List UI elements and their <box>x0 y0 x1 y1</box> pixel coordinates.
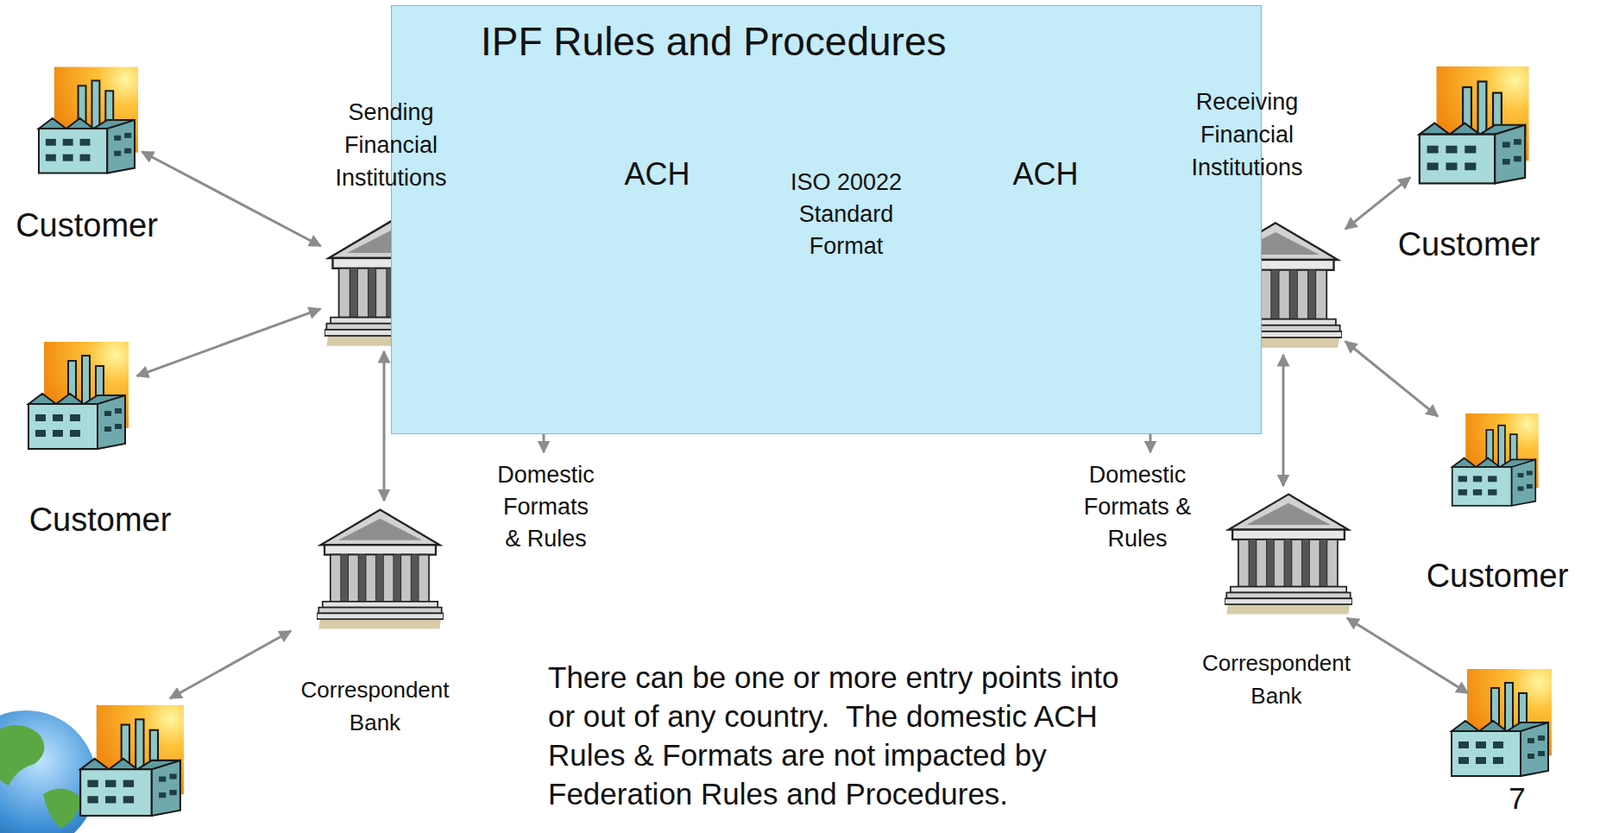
customer-node: Customer <box>20 341 133 454</box>
customer-node: Customer <box>1441 413 1547 511</box>
factory-icon <box>80 705 184 816</box>
factory-icon <box>1452 413 1539 506</box>
bank-icon <box>316 510 444 630</box>
connector-arrow <box>1282 354 1286 486</box>
ach-node: ACH <box>1010 212 1071 337</box>
node-label: Correspondent Bank <box>290 673 460 739</box>
node-label: Customer <box>29 500 172 539</box>
bank-node: Correspondent Bank <box>316 504 444 633</box>
node-label: Customer <box>15 206 158 245</box>
node-label: ACH <box>1012 157 1078 192</box>
bank-node: Sending Financial Institutions <box>324 219 458 347</box>
domestic-label: Domestic Formats & Rules <box>1078 459 1197 555</box>
ach-node: ACH <box>622 212 682 337</box>
factory-icon <box>28 341 129 449</box>
connector-arrow <box>1345 341 1438 417</box>
bank-node: Correspondent Bank <box>1224 490 1353 618</box>
bank-node: Receiving Financial Institutions <box>1209 219 1342 351</box>
node-label: Customer <box>1398 225 1541 264</box>
connector-arrow <box>137 308 322 377</box>
factory-icon <box>1451 668 1552 776</box>
factory-icon <box>38 67 139 174</box>
customer-node: Customer <box>1413 66 1531 189</box>
connector-arrow <box>141 151 321 246</box>
node-label: Customer <box>1426 556 1569 595</box>
connector-arrow <box>1345 176 1411 229</box>
customer-node: Customer <box>35 66 139 179</box>
factory-icon <box>1419 66 1530 183</box>
link-line <box>170 630 291 699</box>
node-label: ACH <box>623 157 690 192</box>
bank-icon <box>1224 494 1353 615</box>
region-title: IPF Rules and Procedures <box>480 18 947 65</box>
edge-label: ISO 20022 Standard Format <box>781 166 912 263</box>
domestic-label: Domestic Formats & Rules <box>496 459 596 555</box>
node-label: Sending Financial Institutions <box>330 95 452 195</box>
node-label: Receiving Financial Institutions <box>1186 85 1308 184</box>
node-label: Correspondent Bank <box>1192 646 1361 712</box>
note-text: There can be one or more entry points in… <box>548 657 1153 813</box>
connector-arrow <box>383 351 386 501</box>
page-number: 7 <box>1499 780 1535 817</box>
link-line <box>1347 617 1468 693</box>
